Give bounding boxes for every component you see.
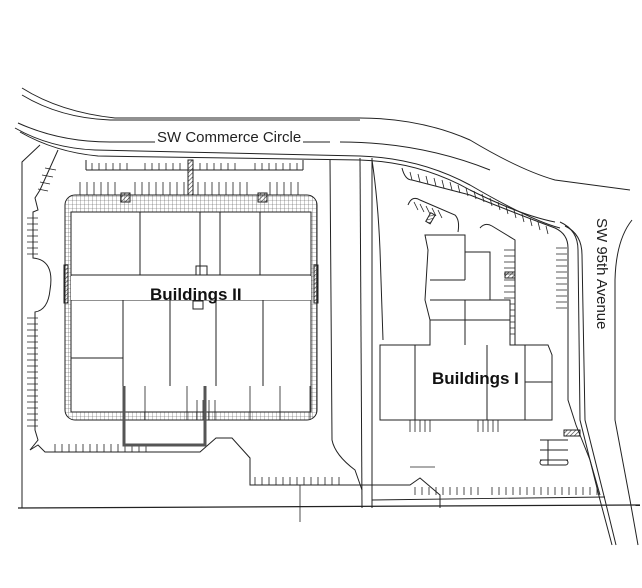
road-95th-avenue [559,219,639,546]
buildings-ii-footprint [63,159,319,447]
building-label-buildings-ii: Buildings II [150,285,242,304]
south-parking-row-west [17,437,641,522]
buildings-i-footprint [379,211,581,468]
building-label-buildings-i: Buildings I [432,369,519,388]
street-label-commerce-circle: SW Commerce Circle [155,129,304,146]
street-label-95th-avenue: SW 95th Avenue [593,218,610,330]
central-drive [329,157,384,509]
road-commerce-circle [14,87,631,229]
west-parking-lot [21,144,59,508]
